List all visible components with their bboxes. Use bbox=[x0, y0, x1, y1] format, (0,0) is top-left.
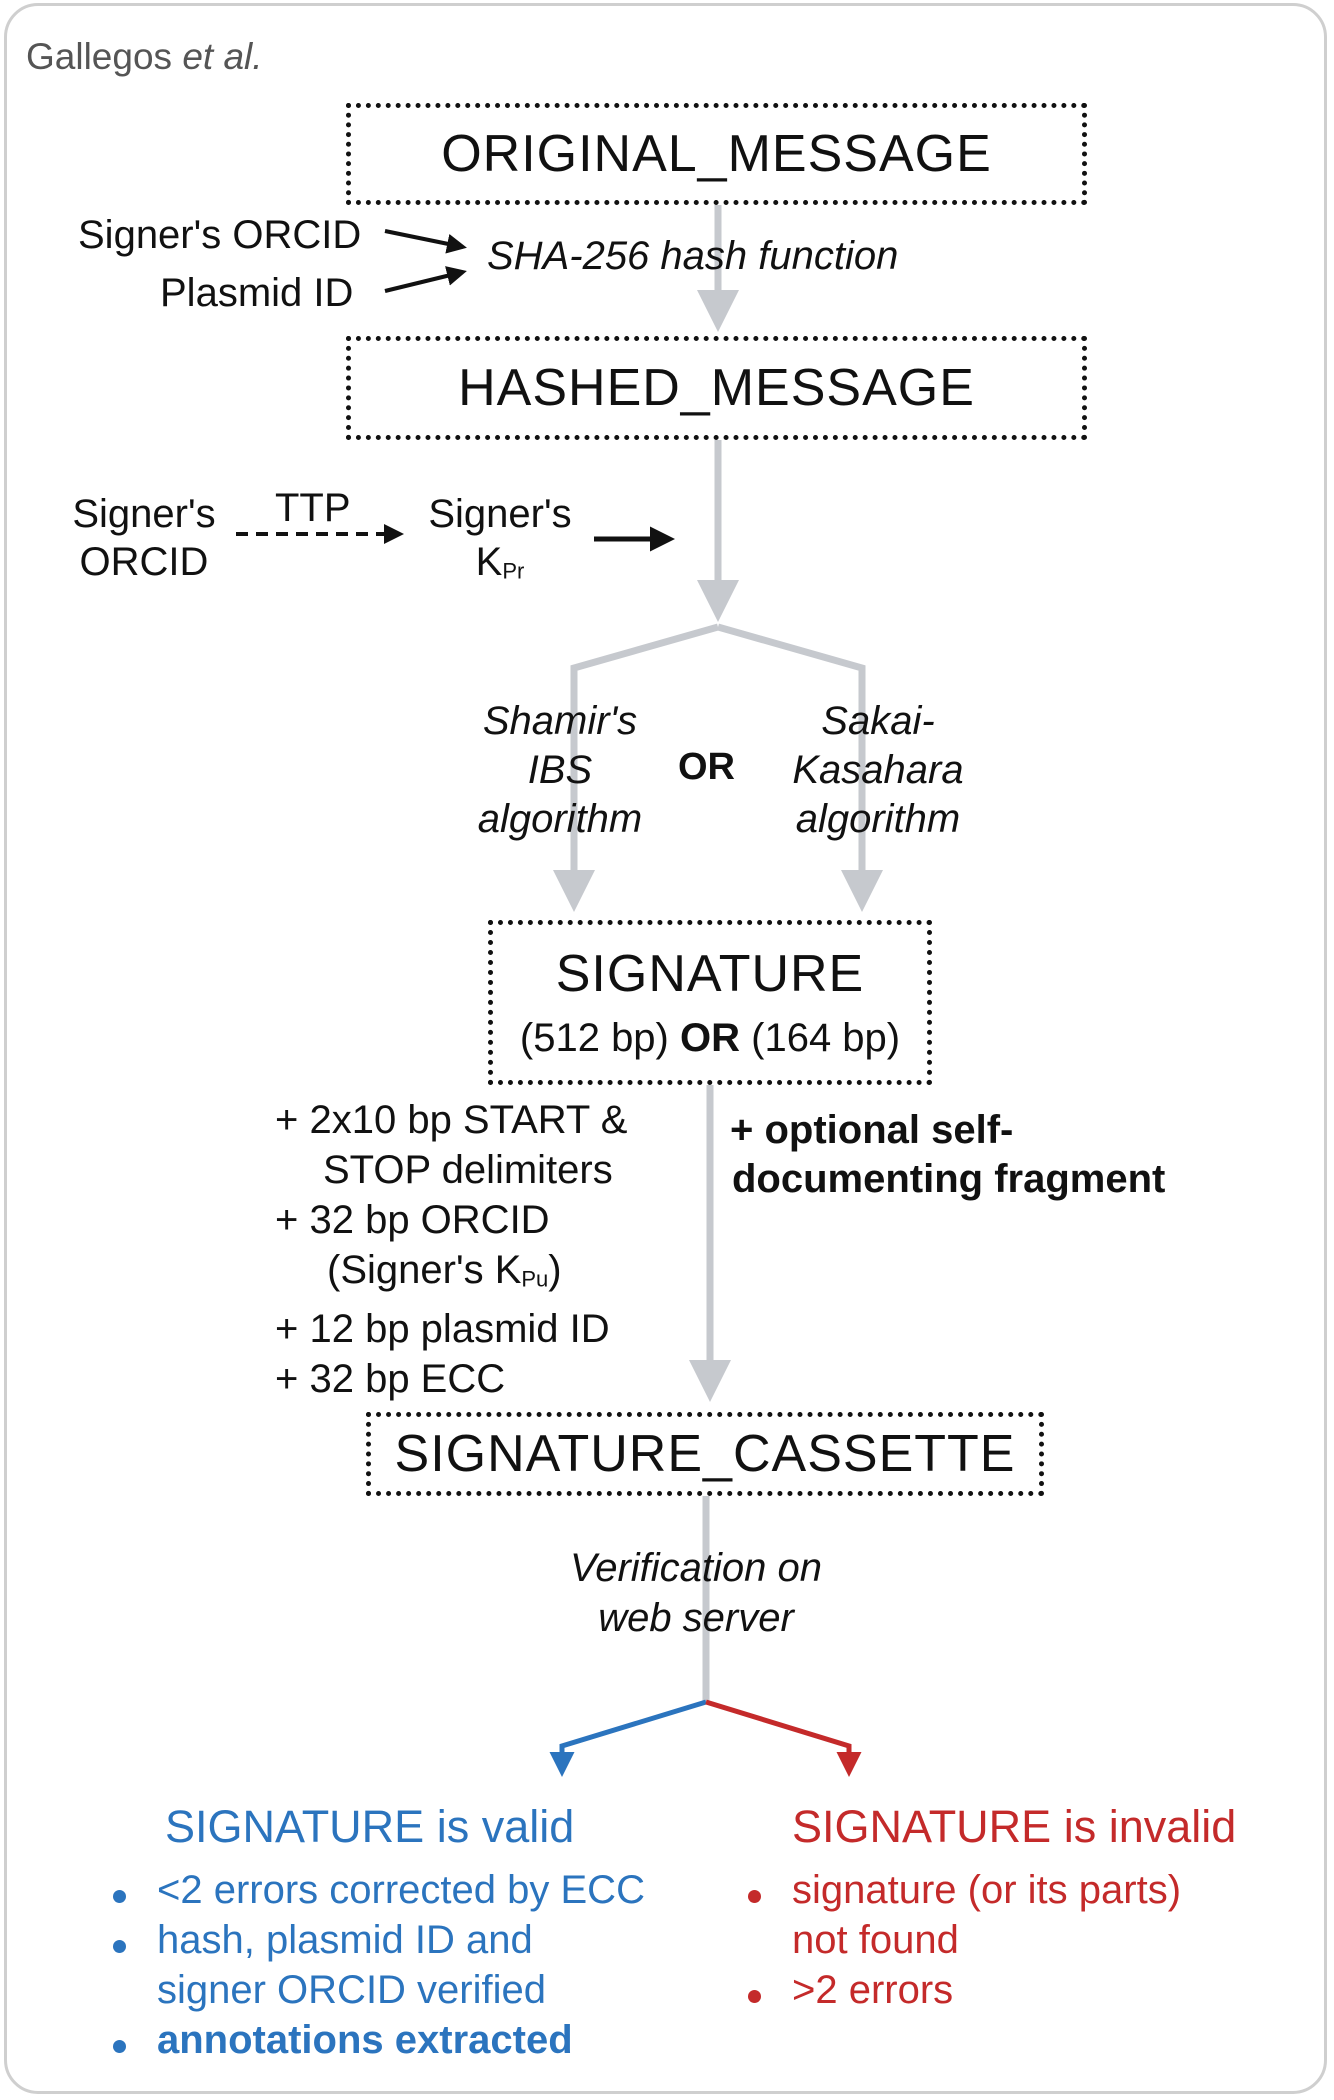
private-key: Signer's KPr bbox=[412, 490, 588, 595]
figure-frame bbox=[4, 3, 1327, 2094]
ttp-label: TTP bbox=[275, 486, 351, 530]
invalid-item-errors: >2 errors bbox=[792, 1968, 954, 2012]
algorithm-shamir-line3: algorithm bbox=[477, 797, 643, 841]
algorithm-sakai-line2: Kasahara bbox=[792, 748, 964, 792]
signature-cassette-label: SIGNATURE_CASSETTE bbox=[394, 1425, 1016, 1483]
arrow-orcid-to-hash bbox=[384, 229, 467, 254]
algorithm-sakai-line3: algorithm bbox=[795, 797, 961, 841]
figure-credit: Gallegos et al. bbox=[26, 38, 263, 75]
signature-sizes: (512 bp) OR (164 bp) bbox=[520, 1018, 900, 1058]
valid-bullet-3 bbox=[113, 2040, 126, 2053]
valid-item-verified-line1: hash, plasmid ID and bbox=[157, 1918, 533, 1962]
addition-delimiters-cont: STOP delimiters bbox=[323, 1148, 613, 1192]
valid-item-annotations: annotations extracted bbox=[157, 2018, 573, 2062]
hash-input-orcid: Signer's ORCID bbox=[78, 213, 362, 257]
optional-fragment-line2: documenting fragment bbox=[732, 1157, 1166, 1201]
signature-size-512: (512 bp) bbox=[519, 1015, 669, 1060]
addition-orcid: + 32 bp ORCID bbox=[275, 1198, 550, 1242]
hashed-message-label: HASHED_MESSAGE bbox=[458, 359, 975, 417]
signature-size-164: (164 bp) bbox=[751, 1015, 901, 1060]
addition-plasmid: + 12 bp plasmid ID bbox=[275, 1307, 610, 1352]
invalid-bullet-1 bbox=[748, 1890, 761, 1903]
connector-valid-branch bbox=[549, 1699, 707, 1777]
private-key-letter: K bbox=[475, 540, 503, 584]
private-key-symbol: KPr bbox=[412, 538, 588, 595]
signature-box: SIGNATURE (512 bp) OR (164 bp) bbox=[488, 920, 932, 1085]
invalid-item-not-found-line2: not found bbox=[792, 1918, 959, 1962]
signature-size-or: OR bbox=[680, 1015, 740, 1060]
valid-bullet-2 bbox=[113, 1940, 126, 1953]
verification-line2: web server bbox=[598, 1596, 794, 1640]
hash-input-plasmid: Plasmid ID bbox=[160, 271, 354, 315]
optional-fragment-line1: + optional self- bbox=[730, 1108, 1014, 1152]
addition-orcid-key-pre: (Signer's K bbox=[327, 1248, 522, 1292]
algorithm-shamir: Shamir's IBS algorithm bbox=[440, 697, 680, 844]
invalid-item-not-found: signature (or its parts) not found bbox=[792, 1865, 1181, 1965]
optional-fragment: + optional self- documenting fragment bbox=[730, 1106, 1165, 1204]
connector-fork-left bbox=[553, 623, 719, 912]
valid-item-verified-line2: signer ORCID verified bbox=[157, 1968, 547, 2012]
addition-ecc: + 32 bp ECC bbox=[275, 1357, 506, 1402]
original-message-box: ORIGINAL_MESSAGE bbox=[346, 103, 1087, 205]
addition-orcid-key-subscript: Pu bbox=[521, 1266, 549, 1292]
credit-author: Gallegos bbox=[26, 36, 173, 77]
algorithm-or: OR bbox=[678, 746, 735, 788]
hash-function-label: SHA-256 hash function bbox=[487, 234, 899, 278]
signature-cassette-box: SIGNATURE_CASSETTE bbox=[366, 1412, 1044, 1496]
valid-item-ecc: <2 errors corrected by ECC bbox=[157, 1868, 645, 1912]
invalid-title: SIGNATURE is invalid bbox=[792, 1801, 1237, 1852]
connector-invalid-branch bbox=[705, 1699, 862, 1777]
original-message-label: ORIGINAL_MESSAGE bbox=[441, 125, 992, 183]
valid-bullet-1 bbox=[113, 1890, 126, 1903]
key-signer-orcid: Signer's ORCID bbox=[58, 490, 230, 586]
credit-etal: et al. bbox=[182, 36, 263, 77]
addition-orcid-key: (Signer's KPu) bbox=[275, 1245, 627, 1304]
key-signer-line2: ORCID bbox=[79, 540, 209, 584]
addition-orcid-key-post: ) bbox=[548, 1248, 562, 1292]
connector-fork-right bbox=[717, 623, 883, 912]
additions-list: + 2x10 bp START & STOP delimiters + 32 b… bbox=[275, 1095, 627, 1404]
valid-item-verified: hash, plasmid ID and signer ORCID verifi… bbox=[157, 1918, 547, 2015]
key-signer-line1: Signer's bbox=[72, 492, 216, 536]
private-key-subscript: Pr bbox=[502, 558, 525, 584]
invalid-bullet-2 bbox=[748, 1990, 761, 2003]
algorithm-sakai-kasahara: Sakai- Kasahara algorithm bbox=[764, 697, 992, 844]
hashed-message-box: HASHED_MESSAGE bbox=[346, 336, 1087, 440]
signature-label: SIGNATURE bbox=[555, 944, 865, 1003]
private-key-line1: Signer's bbox=[428, 492, 572, 536]
valid-title: SIGNATURE is valid bbox=[165, 1801, 575, 1852]
addition-delimiters: + 2x10 bp START & bbox=[275, 1098, 628, 1142]
algorithm-shamir-line2: IBS bbox=[527, 748, 593, 792]
invalid-item-not-found-line1: signature (or its parts) bbox=[792, 1868, 1182, 1912]
verification-line1: Verification on bbox=[570, 1546, 822, 1590]
algorithm-sakai-line1: Sakai- bbox=[821, 699, 935, 743]
algorithm-shamir-line1: Shamir's bbox=[482, 699, 638, 743]
arrow-plasmid-to-hash bbox=[384, 266, 467, 293]
verification-label: Verification on web server bbox=[520, 1543, 872, 1643]
